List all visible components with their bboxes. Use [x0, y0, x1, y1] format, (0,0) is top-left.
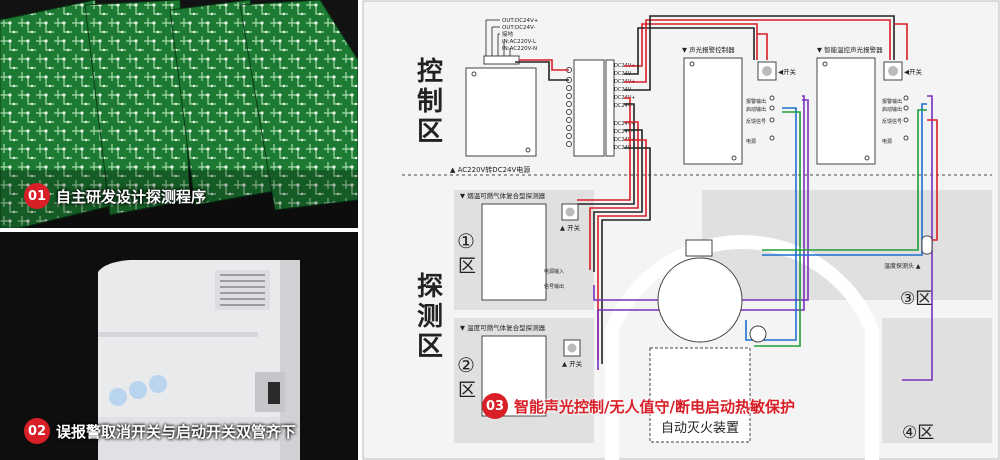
power-input-label: IN:AC220V-L [502, 39, 537, 45]
extinguisher-label: 自动灭火装置 [661, 421, 739, 436]
zone-1-label: ① 区 [457, 229, 476, 277]
pcb-photo-panel: 01 自主研发设计探测程序 [0, 0, 358, 228]
terminal-label: DC24V- [614, 145, 633, 151]
power-input-label: IN:AC220V-N [502, 46, 537, 52]
detector-label: ▼ 烟温可燃气体复合型探测器 [460, 191, 546, 200]
switch-label: ◀开关 [904, 67, 922, 76]
terminal-label: DC24V- [614, 71, 633, 77]
detect-zone-label: 探 测 区 [417, 272, 443, 362]
power-input-label: OUT:DC24V- [502, 25, 535, 31]
power-input-label: 接地 [502, 30, 514, 38]
controller-port-label: 启动输出 [746, 106, 766, 113]
feature-badge-3: 03 智能声光控制/无人值守/断电启动热敏保护 [482, 393, 795, 419]
power-supply: ▲ AC220V转DC24V电源 [450, 67, 537, 174]
alarm-controller-label: ▼ 声光报警控制器 [682, 45, 735, 54]
switch[interactable] [883, 61, 903, 81]
feature-text: 自主研发设计探测程序 [56, 187, 207, 206]
detect-zone-char: 探 [417, 272, 443, 302]
terminal-label: DC24V- [614, 103, 633, 109]
controller-port-label: 电源 [746, 138, 756, 145]
switch[interactable] [561, 203, 579, 221]
terminal-label: DC24V- [614, 129, 633, 135]
zone-4-label: ④区 [902, 423, 934, 443]
zone-text: 区 [458, 256, 476, 277]
device-illustration [0, 232, 358, 460]
room-zone-4 [882, 318, 992, 443]
controller-port-label: 电源 [882, 138, 892, 145]
sounder-box [685, 239, 713, 257]
detector-port-label: 信号输出 [544, 283, 564, 290]
terminal-block [566, 59, 605, 157]
control-zone-label: 控 制 区 [417, 57, 443, 147]
terminal-label: DC24V+ [614, 121, 635, 127]
detector-switch-label: ▲ 开关 [562, 359, 583, 368]
power-input-labels: OUT:DC24V+ OUT:DC24V- 接地 IN:AC220V-L IN:… [502, 18, 539, 52]
temp-probe-label: 温度探测头 ▲ [884, 262, 921, 270]
nozzle [749, 325, 767, 343]
control-zone-char: 区 [417, 117, 443, 147]
wiring-diagram-panel: 控 制 区 探 测 区 ▲ AC220V转DC24V电源 [362, 0, 1000, 460]
terminal-label: DC24V- [614, 87, 633, 93]
pcb-illustration [0, 0, 358, 228]
control-zone-char: 控 [417, 57, 443, 87]
wiring-diagram: 控 制 区 探 测 区 ▲ AC220V转DC24V电源 [362, 0, 1000, 460]
feature-number: 03 [482, 393, 508, 419]
controller-port-label: 反馈信号 [746, 118, 766, 125]
smart-alarm: ▼ 智能温控声光报警器 ◀开关 报警输出 启动输出 反馈信号 电源 [816, 45, 922, 165]
zone-text: 区 [458, 380, 476, 401]
power-supply-label: ▲ AC220V转DC24V电源 [450, 165, 530, 174]
feature-text: 智能声光控制/无人值守/断电启动热敏保护 [514, 397, 795, 416]
pcb-board [239, 0, 358, 211]
device-photo-panel: 02 误报警取消开关与启动开关双管齐下 [0, 232, 358, 460]
temperature-probe: 温度探测头 ▲ [884, 235, 933, 270]
controller-port-label: 反馈信号 [882, 118, 902, 125]
zone-number: ① [457, 229, 475, 253]
controller-port-label: 启动输出 [882, 106, 902, 113]
feature-number: 01 [24, 183, 50, 209]
switch[interactable] [757, 61, 777, 81]
zone-number: ② [457, 353, 475, 377]
feature-text: 误报警取消开关与启动开关双管齐下 [56, 422, 297, 441]
zone-2-label: ② 区 [457, 353, 476, 401]
feature-badge-1: 01 自主研发设计探测程序 [24, 183, 206, 209]
extinguisher: 自动灭火装置 [649, 347, 751, 443]
alarm-controller: ▼ 声光报警控制器 ◀开关 报警输出 启动输出 反馈信号 电源 [682, 45, 796, 165]
feature-badge-2: 02 误报警取消开关与启动开关双管齐下 [24, 418, 296, 444]
detect-zone-char: 区 [417, 332, 443, 362]
zone-3-label: ③区 [900, 289, 932, 309]
detector-port-label: 电源输入 [544, 268, 564, 275]
detector-1: ▼ 烟温可燃气体复合型探测器 ▲ 开关 电源输入 信号输出 [460, 191, 581, 301]
switch[interactable] [563, 339, 581, 357]
power-terminal [483, 55, 520, 65]
detector-switch-label: ▲ 开关 [560, 223, 581, 232]
detector-2: ▼ 温度可燃气体复合型探测器 ▲ 开关 [460, 323, 583, 417]
controller-port-label: 报警输出 [882, 98, 902, 105]
control-zone-char: 制 [417, 87, 443, 117]
detector-label: ▼ 温度可燃气体复合型探测器 [460, 323, 546, 332]
indicator-light [109, 388, 127, 406]
smart-alarm-label: ▼ 智能温控声光报警器 [817, 45, 883, 54]
detect-zone-char: 测 [417, 302, 443, 332]
pcb-board [84, 0, 191, 216]
power-input-label: OUT:DC24V+ [502, 18, 539, 24]
feature-number: 02 [24, 418, 50, 444]
indicator-light [129, 381, 147, 399]
indicator-light [149, 375, 167, 393]
extinguisher-tank [657, 257, 743, 343]
controller-port-label: 报警输出 [746, 98, 766, 105]
switch-label: ◀开关 [778, 67, 796, 76]
